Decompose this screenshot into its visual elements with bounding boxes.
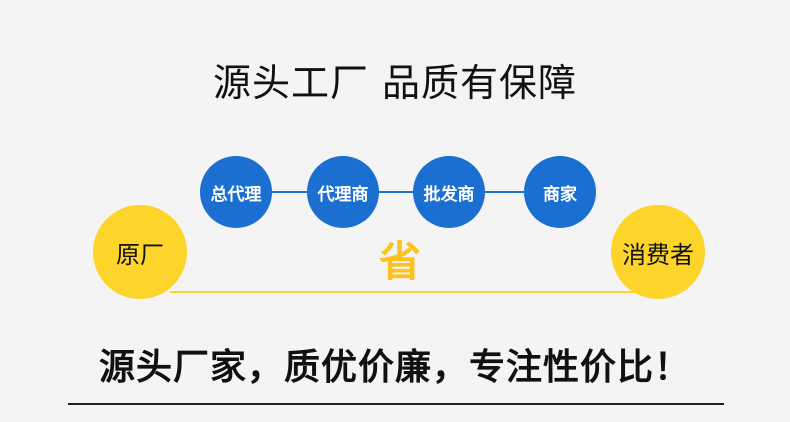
- bottom-divider: [68, 403, 724, 405]
- chain-node-merchant: 商家: [524, 156, 596, 228]
- chain-node-wholesaler: 批发商: [413, 156, 485, 228]
- page-title: 源头工厂 品质有保障: [212, 61, 578, 105]
- saving-label: 省: [378, 237, 421, 286]
- distribution-chain-line: [240, 191, 562, 193]
- chain-node-agent: 代理商: [307, 156, 379, 228]
- factory-circle: 原厂: [93, 205, 187, 299]
- slogan: 源头厂家，质优价廉，专注性价比！: [98, 347, 691, 388]
- consumer-circle: 消费者: [611, 205, 705, 299]
- direct-line: [170, 291, 640, 293]
- chain-node-general-agent: 总代理: [200, 156, 272, 228]
